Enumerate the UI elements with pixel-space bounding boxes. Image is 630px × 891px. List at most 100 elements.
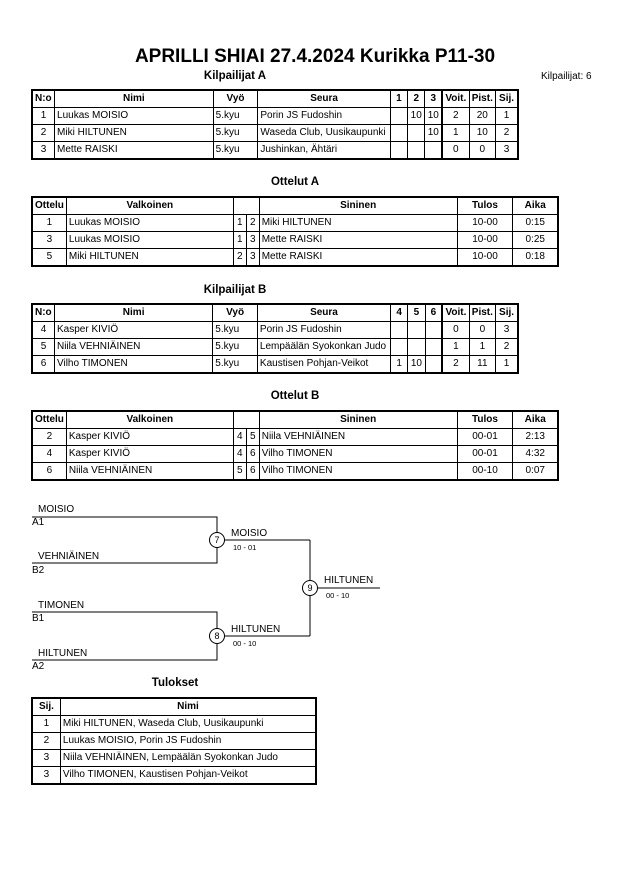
cell: 00-10 [456, 462, 514, 481]
cell: 1 [31, 214, 67, 232]
cell [389, 141, 409, 160]
cell: 5 [232, 462, 247, 481]
cell: 1 [441, 338, 470, 356]
pool-a-table: N:o Nimi Vyö Seura 1 2 3 Voit. Pist. Sij… [31, 89, 519, 160]
col-header: Valkoinen [65, 196, 234, 215]
match-number-badge: 8 [209, 628, 225, 644]
cell: 4 [232, 445, 247, 463]
col-header: 6 [424, 303, 444, 322]
cell: 3 [495, 321, 519, 339]
table-row: 3 Vilho TIMONEN, Kaustisen Pohjan-Veikot [31, 766, 317, 785]
cell: Lempäälän Syokonkan Judo [256, 338, 392, 356]
col-header: Voit. [441, 303, 470, 322]
cell: Kasper KIVIÖ [65, 445, 234, 463]
cell: 3 [31, 231, 67, 249]
table-row: 1 Miki HILTUNEN, Waseda Club, Uusikaupun… [31, 715, 317, 733]
cell: 10-00 [456, 231, 514, 249]
col-header: Ottelu [31, 196, 67, 215]
cell: 0 [441, 141, 470, 160]
col-header: Seura [257, 89, 391, 108]
cell: Niila VEHNIÄINEN [53, 338, 214, 356]
cell: Porin JS Fudoshin [256, 321, 392, 339]
bracket-entry-name: TIMONEN [38, 600, 85, 611]
cell [424, 141, 444, 160]
cell: 2 [495, 338, 519, 356]
bracket-winner-name: MOISIO [231, 528, 268, 539]
cell: 00-01 [456, 445, 514, 463]
bracket-entry-seed: A2 [32, 661, 45, 672]
cell: Luukas MOISIO [65, 231, 234, 249]
cell: 0:25 [512, 231, 559, 249]
cell: 1 [232, 231, 247, 249]
cell: 2 [245, 214, 260, 232]
cell: 5.kyu [212, 321, 258, 339]
cell [407, 124, 426, 142]
col-header: Sininen [258, 196, 458, 215]
matches-b-table: Ottelu Valkoinen Sininen Tulos Aika 2 Ka… [31, 410, 559, 481]
cell: 10-00 [456, 248, 514, 267]
col-header: N:o [31, 89, 56, 108]
cell: Miki HILTUNEN [54, 124, 214, 142]
cell: 2 [441, 355, 470, 374]
cell: 1 [441, 124, 470, 142]
cell: 2 [495, 124, 519, 142]
col-header [232, 196, 260, 215]
cell: 6 [245, 462, 260, 481]
matches-a-heading: Ottelut A [270, 176, 320, 188]
cell: 4 [232, 428, 247, 446]
cell: 3 [31, 766, 61, 785]
cell: 0 [441, 321, 470, 339]
col-header: Sininen [258, 410, 458, 429]
competitors-count: Kilpailijat: 6 [541, 71, 592, 82]
cell: 3 [245, 248, 260, 267]
cell: 11 [468, 355, 497, 374]
cell: Porin JS Fudoshin [257, 107, 391, 125]
matches-b-header-row: Ottelu Valkoinen Sininen Tulos Aika [31, 410, 559, 429]
cell [407, 321, 426, 339]
col-header: Vyö [212, 89, 259, 108]
cell: 1 [495, 107, 519, 125]
col-header: Sij. [495, 89, 519, 108]
cell: 1 [232, 214, 247, 232]
cell: 5 [31, 338, 55, 356]
cell: 10 [407, 107, 426, 125]
cell: 00-01 [456, 428, 514, 446]
cell: Jushinkan, Ähtäri [257, 141, 391, 160]
cell [390, 321, 409, 339]
cell: 3 [245, 231, 260, 249]
cell: Kasper KIVIÖ [65, 428, 234, 446]
cell: 5 [31, 248, 67, 267]
match-number-badge: 7 [209, 532, 225, 548]
cell: 3 [31, 749, 61, 767]
results-heading: Tulokset [151, 677, 199, 689]
cell: 4 [31, 321, 55, 339]
cell: 1 [495, 355, 519, 374]
cell: 0:07 [512, 462, 559, 481]
col-header: Pist. [468, 303, 497, 322]
bracket-entry-seed: A1 [32, 517, 45, 528]
cell: 2 [232, 248, 247, 267]
cell [390, 338, 409, 356]
bracket-entry-name: HILTUNEN [38, 648, 88, 659]
table-row: 2 Kasper KIVIÖ 4 5 Niila VEHNIÄINEN 00-0… [31, 428, 559, 446]
cell: 5 [245, 428, 260, 446]
cell: Miki HILTUNEN [258, 214, 458, 232]
cell: 10 [424, 107, 444, 125]
cell: 5.kyu [212, 107, 259, 125]
col-header: Vyö [212, 303, 258, 322]
bracket-entry-name: MOISIO [38, 504, 75, 515]
cell: 0:18 [512, 248, 559, 267]
cell: Kaustisen Pohjan-Veikot [256, 355, 392, 374]
table-row: 1 Luukas MOISIO 1 2 Miki HILTUNEN 10-00 … [31, 214, 559, 232]
cell: 20 [468, 107, 497, 125]
table-row: 2 Luukas MOISIO, Porin JS Fudoshin [31, 732, 317, 750]
cell: 6 [31, 355, 55, 374]
cell: 5.kyu [212, 355, 258, 374]
matches-a-header-row: Ottelu Valkoinen Sininen Tulos Aika [31, 196, 559, 215]
cell: 4:32 [512, 445, 559, 463]
table-row: 5 Niila VEHNIÄINEN 5.kyu Lempäälän Syoko… [31, 338, 519, 356]
page-title: APRILLI SHIAI 27.4.2024 Kurikka P11-30 [134, 46, 496, 67]
col-header: Sij. [495, 303, 519, 322]
cell: 1 [31, 107, 56, 125]
cell: 2 [441, 107, 470, 125]
